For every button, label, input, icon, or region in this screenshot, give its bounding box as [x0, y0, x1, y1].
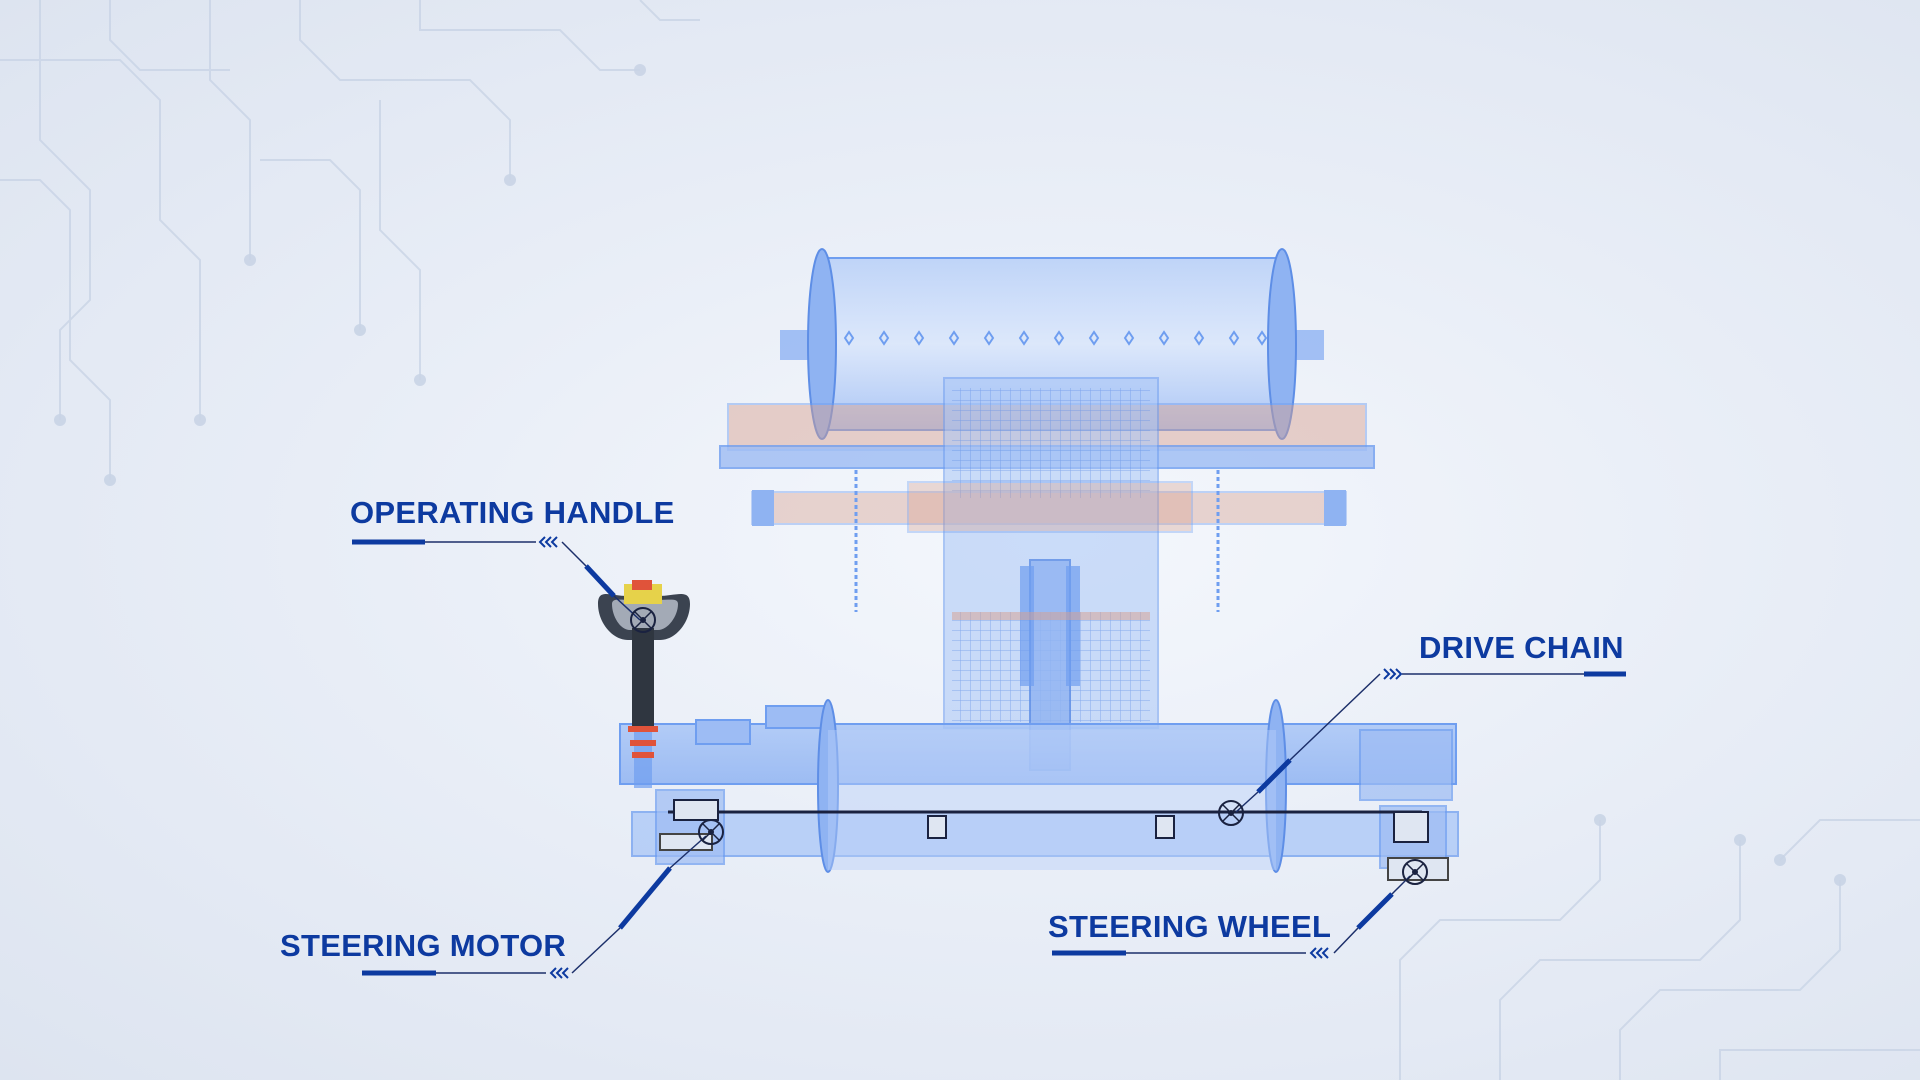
base-chassis [619, 699, 1459, 873]
label-steering-wheel: STEERING WHEEL [1048, 909, 1332, 944]
label-steering-motor: STEERING MOTOR [280, 928, 567, 963]
hanging-chains [854, 470, 1220, 612]
label-operating-handle: OPERATING HANDLE [350, 495, 675, 530]
label-drive-chain: DRIVE CHAIN [1419, 630, 1624, 665]
central-mast [907, 377, 1193, 771]
